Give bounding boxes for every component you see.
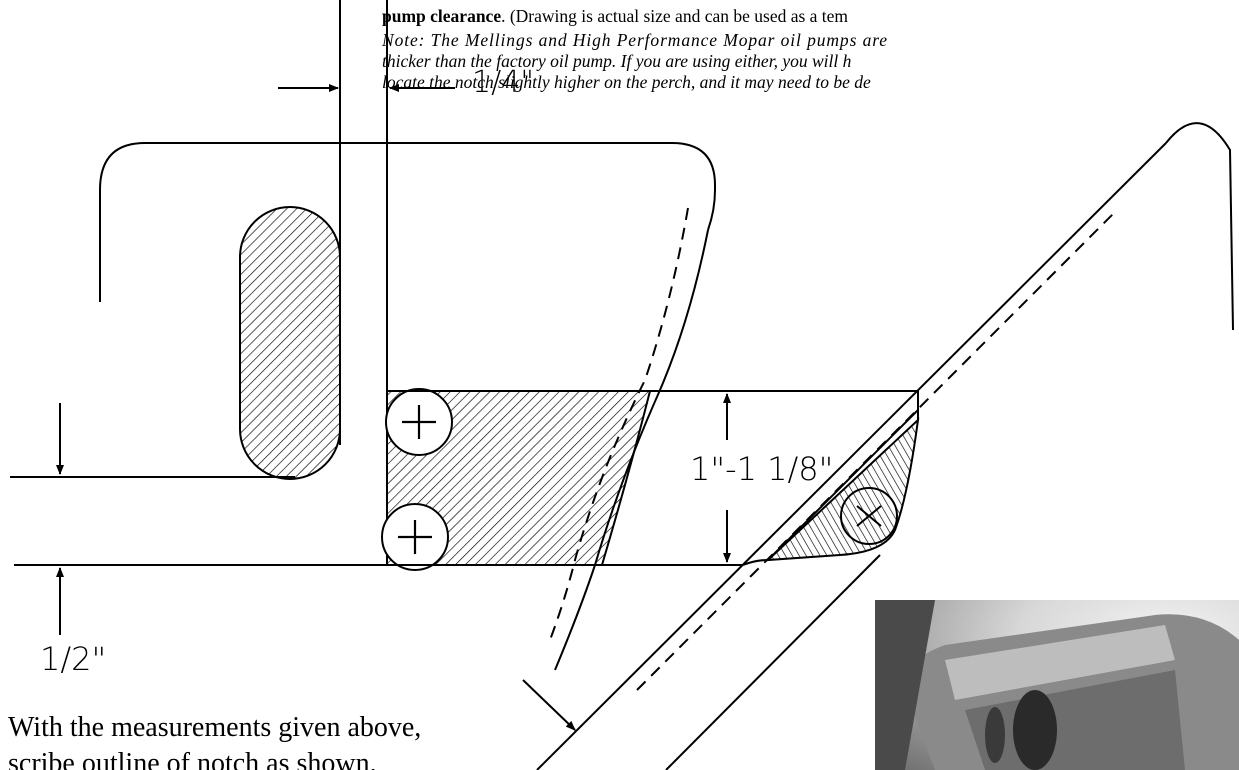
dim-arrow-diagonal [522, 679, 576, 731]
dim-label-notch: 1"-1 1/8" [690, 450, 833, 488]
header-regular-text: . (Drawing is actual size and can be use… [501, 6, 849, 26]
arm-line-outer [536, 142, 1167, 770]
oil-pump-photo [875, 600, 1239, 770]
header-note-line-2: thicker than the factory oil pump. If yo… [382, 51, 852, 71]
arm-line-mid [767, 409, 919, 561]
header-note-line-3: locate the notch slightly higher on the … [382, 72, 871, 92]
header-note-line-1: Note: The Mellings and High Performance … [382, 30, 888, 50]
slot-oval [239, 206, 341, 480]
notch-hatched-area [386, 390, 652, 566]
perch-outline [99, 142, 716, 302]
arm-line-lower [665, 554, 881, 770]
header-bold-text: pump clearance [382, 6, 502, 26]
arm-top-curve [1165, 122, 1234, 331]
arm-notch-hatched [765, 417, 920, 562]
caption-line-1: With the measurements given above, [8, 712, 422, 743]
header-line-1: pump clearance. (Drawing is actual size … [382, 6, 848, 26]
dim-label-quarter: 1/4" [472, 65, 534, 100]
arm-line-dashed [636, 213, 1114, 691]
caption-line-2: scribe outline of notch as shown. [8, 748, 377, 770]
rivet-arm [840, 487, 898, 545]
dim-label-half: 1/2" [40, 640, 106, 678]
